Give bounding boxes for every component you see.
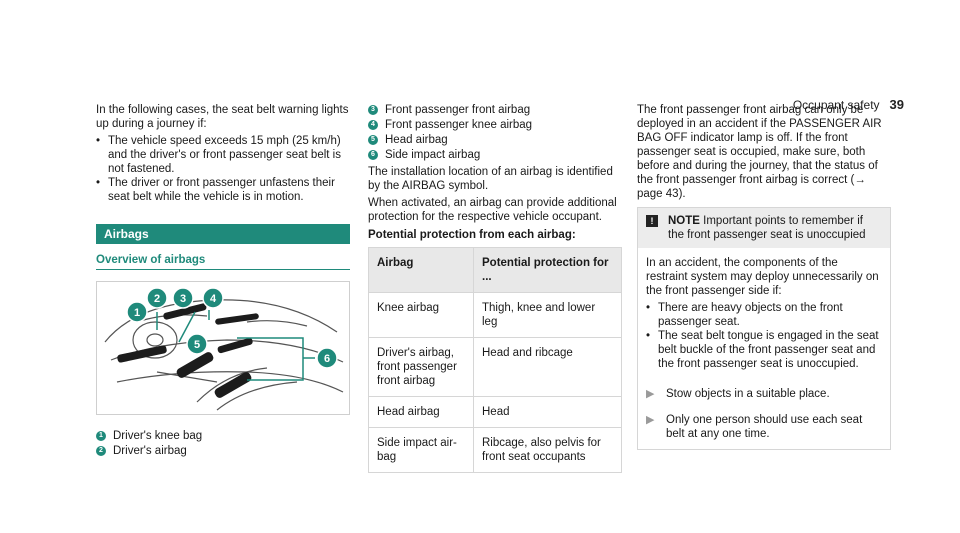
action-text: Only one person should use each seat bel… — [666, 414, 863, 440]
header-title: Occupant safety — [792, 98, 880, 112]
table-cell: Ribcage, also pelvis for front seat occu… — [473, 427, 622, 473]
car-interior-illustration: 1 2 3 4 5 6 — [104, 287, 344, 411]
legend-text: Driver's airbag — [113, 445, 187, 457]
callout-2: 2 — [146, 287, 168, 309]
action-item: ▶ Only one person should use each seat b… — [646, 413, 882, 441]
table-cell: Head — [473, 396, 622, 428]
column-1: In the following cases, the seat belt wa… — [96, 103, 350, 459]
note-text: In an accident, the components of the re… — [646, 257, 879, 297]
list-item: The seat belt tongue is engaged in the s… — [646, 329, 882, 371]
action-item: ▶ Stow objects in a suitable place. — [646, 387, 882, 401]
column-header: Potential protection for ... — [473, 247, 622, 293]
callout-1: 1 — [126, 301, 148, 323]
legend-item: 4 Front passenger knee airbag — [368, 118, 622, 132]
callout-6: 6 — [316, 347, 338, 369]
list-item: There are heavy objects on the front pas… — [646, 301, 882, 329]
passenger-airbag-text: The front passenger front airbag can onl… — [637, 104, 882, 200]
callout-5: 5 — [186, 333, 208, 355]
table-cell: Thigh, knee and lower leg — [473, 292, 622, 338]
callout-4: 4 — [202, 287, 224, 309]
table-row: Knee airbag Thigh, knee and lower leg — [368, 292, 622, 338]
note-body: In an accident, the components of the re… — [638, 248, 890, 449]
note-heading: Important points to remember if the fron… — [668, 215, 866, 241]
legend-text: Side impact airbag — [385, 149, 481, 161]
section-title-airbags: Airbags — [96, 224, 350, 244]
table-row: Side impact air-bag Ribcage, also pelvis… — [368, 427, 622, 473]
airbag-protection-text: When activated, an airbag can provide ad… — [368, 197, 617, 223]
list-item: The vehicle speed exceeds 15 mph (25 km/… — [96, 134, 350, 176]
table-row: Driver's airbag, front passenger front a… — [368, 337, 622, 397]
action-arrow-icon: ▶ — [646, 414, 655, 426]
note-label: NOTE — [668, 215, 700, 227]
legend-item: 5 Head airbag — [368, 133, 622, 147]
number-badge: 3 — [368, 105, 378, 115]
note-box: ! NOTE Important points to remember if t… — [637, 207, 891, 450]
table-cell: Head and ribcage — [473, 337, 622, 397]
svg-text:3: 3 — [180, 293, 186, 305]
action-arrow-icon: ▶ — [646, 388, 655, 400]
legend-text: Head airbag — [385, 134, 448, 146]
legend-item: 2 Driver's airbag — [96, 444, 350, 458]
intro-text: In the following cases, the seat belt wa… — [96, 104, 349, 130]
svg-text:6: 6 — [324, 353, 330, 365]
warning-icon: ! — [646, 215, 658, 227]
column-3: The front passenger front airbag can onl… — [637, 103, 891, 450]
number-badge: 6 — [368, 150, 378, 160]
page-number: 39 — [889, 97, 904, 112]
table-row: Head airbag Head — [368, 396, 622, 428]
number-badge: 2 — [96, 446, 106, 456]
legend-item: 3 Front passenger front airbag — [368, 103, 622, 117]
svg-text:5: 5 — [194, 339, 200, 351]
subsection-title: Overview of airbags — [96, 253, 350, 270]
list-item: The driver or front passenger unfastens … — [96, 176, 350, 204]
note-bullets: There are heavy objects on the front pas… — [646, 301, 882, 371]
callout-3: 3 — [172, 287, 194, 309]
column-2: 3 Front passenger front airbag 4 Front p… — [368, 103, 622, 473]
table-cell: Knee airbag — [368, 292, 474, 338]
figure-legend-part2: 3 Front passenger front airbag 4 Front p… — [368, 103, 622, 162]
action-text: Stow objects in a suitable place. — [666, 388, 830, 400]
warning-conditions-list: The vehicle speed exceeds 15 mph (25 km/… — [96, 134, 350, 204]
number-badge: 1 — [96, 431, 106, 441]
legend-text: Driver's knee bag — [113, 430, 203, 442]
table-title: Potential protection from each airbag: — [368, 229, 576, 241]
number-badge: 4 — [368, 120, 378, 130]
legend-text: Front passenger front airbag — [385, 104, 531, 116]
table-cell: Side impact air-bag — [368, 427, 474, 473]
svg-text:4: 4 — [210, 293, 217, 305]
table-cell: Driver's airbag, front passenger front a… — [368, 337, 474, 397]
protection-table: Airbag Potential protection for ... Knee… — [368, 247, 622, 473]
table-cell: Head airbag — [368, 396, 474, 428]
legend-item: 6 Side impact airbag — [368, 148, 622, 162]
page-header: Occupant safety 39 — [792, 97, 904, 113]
airbag-overview-figure: 1 2 3 4 5 6 — [96, 281, 350, 415]
figure-legend-part1: 1 Driver's knee bag 2 Driver's airbag — [96, 429, 350, 458]
table-header-row: Airbag Potential protection for ... — [368, 247, 622, 293]
note-header: ! NOTE Important points to remember if t… — [638, 208, 890, 248]
svg-text:1: 1 — [134, 307, 140, 319]
legend-text: Front passenger knee airbag — [385, 119, 533, 131]
svg-text:2: 2 — [154, 293, 160, 305]
legend-item: 1 Driver's knee bag — [96, 429, 350, 443]
number-badge: 5 — [368, 135, 378, 145]
airbag-symbol-text: The installation location of an airbag i… — [368, 166, 613, 192]
column-header: Airbag — [368, 247, 474, 293]
